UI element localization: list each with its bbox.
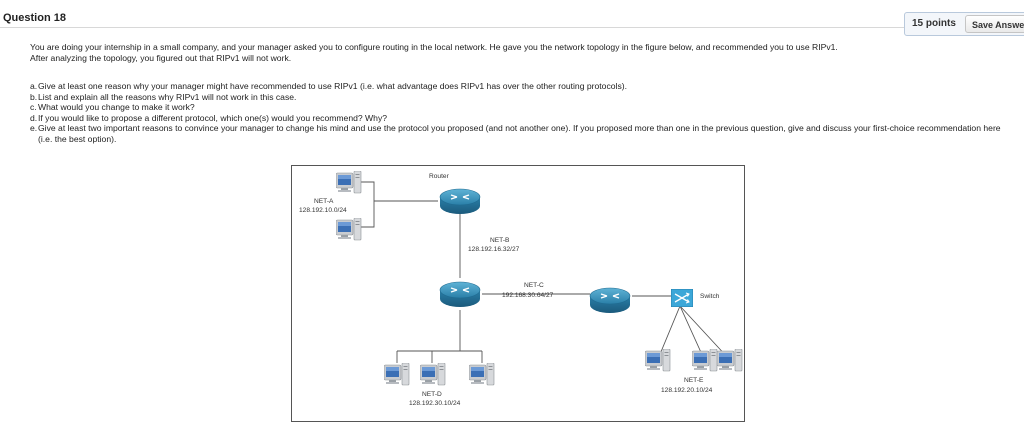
points-box: 15 points Save Answer	[904, 12, 1024, 36]
save-answer-button[interactable]: Save Answer	[965, 15, 1024, 33]
net-e-address: 128.192.20.10/24	[661, 387, 713, 394]
header-divider	[0, 27, 905, 28]
net-c-name: NET-C	[524, 282, 544, 289]
net-d-drops	[396, 351, 483, 363]
question-intro: You are doing your internship in a small…	[30, 42, 1010, 64]
pc-icon	[692, 349, 718, 372]
intro-line: You are doing your internship in a small…	[30, 42, 838, 52]
net-d-name: NET-D	[422, 391, 442, 398]
switch-drops	[657, 305, 730, 360]
router-icon	[439, 188, 481, 215]
net-e-name: NET-E	[684, 377, 704, 384]
pc-icon	[645, 349, 671, 372]
topology-drawing	[336, 171, 743, 386]
question-item: e.Give at least two important reasons to…	[30, 123, 1010, 144]
net-b-name: NET-B	[490, 237, 510, 244]
item-letter: d.	[30, 112, 38, 123]
pc-icon	[336, 171, 362, 194]
pc-icon	[384, 363, 410, 386]
net-a-address: 128.192.10.0/24	[299, 207, 347, 214]
question-title: Question 18	[3, 12, 66, 24]
question-item: d.If you would like to propose a differe…	[30, 113, 1010, 124]
pc-icon	[469, 363, 495, 386]
switch-label: Switch	[700, 293, 720, 300]
router-icon	[589, 287, 631, 314]
item-text: Give at least one reason why your manage…	[38, 81, 627, 91]
question-item: a.Give at least one reason why your mana…	[30, 81, 1010, 92]
item-letter: a.	[30, 81, 38, 91]
question-header: Question 18 15 points Save Answer	[0, 0, 1024, 36]
router-label: Router	[429, 173, 449, 180]
router-icon	[439, 281, 481, 308]
item-letter: c.	[30, 102, 37, 113]
pc-icon	[717, 349, 743, 372]
net-b-address: 128.192.16.32/27	[468, 246, 520, 253]
net-a-name: NET-A	[314, 198, 334, 205]
intro-line: After analyzing the topology, you figure…	[30, 53, 292, 63]
net-c-address: 192.168.30.64/27	[502, 292, 554, 299]
item-text: List and explain all the reasons why RIP…	[38, 91, 297, 102]
question-list: a.Give at least one reason why your mana…	[30, 81, 1010, 145]
network-topology-figure: Router NET-A 128.192.10.0/24 NET-B 128.1…	[291, 165, 745, 422]
item-letter: b.	[30, 91, 38, 102]
points-label: 15 points	[912, 18, 956, 29]
question-item: c.What would you change to make it work?	[30, 102, 1010, 113]
net-d-address: 128.192.30.10/24	[409, 400, 461, 407]
pc-icon	[420, 363, 446, 386]
net-a-hub-link	[360, 181, 375, 228]
item-text: What would you change to make it work?	[38, 102, 195, 113]
item-text: Give at least two important reasons to c…	[38, 123, 1001, 144]
switch-icon	[671, 289, 693, 307]
links	[360, 181, 730, 363]
pc-icon	[336, 218, 362, 241]
item-letter: e.	[30, 123, 38, 134]
question-item: b.List and explain all the reasons why R…	[30, 92, 1010, 103]
item-text: If you would like to propose a different…	[38, 112, 388, 123]
